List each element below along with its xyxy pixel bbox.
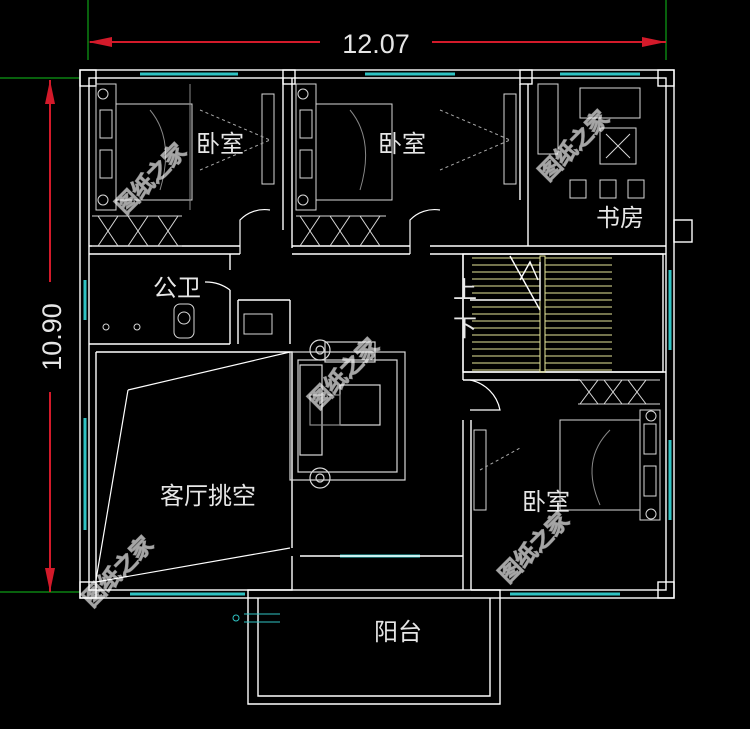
room-label-living-void: 客厅挑空 xyxy=(160,482,256,510)
room-label-bedroom-3: 卧室 xyxy=(522,488,570,516)
bed-3 xyxy=(473,379,661,521)
room-label-bedroom-2: 卧室 xyxy=(378,130,426,158)
interior-walls xyxy=(89,78,666,705)
void-diagonals xyxy=(95,351,291,583)
study-furniture xyxy=(537,83,645,199)
watermark-3: 图纸之家 xyxy=(304,333,385,414)
stair-arrow xyxy=(470,255,541,311)
stair-label-up: 上 xyxy=(453,276,477,304)
bed-1 xyxy=(92,83,275,247)
watermark-1: 图纸之家 xyxy=(111,138,192,219)
stair-label-down: 下 xyxy=(453,314,477,342)
door-swings xyxy=(204,208,501,411)
watermark-5: 图纸之家 xyxy=(494,507,575,588)
bed-2 xyxy=(295,83,517,247)
sofa-set xyxy=(289,339,406,489)
height-dimension-label: 10.90 xyxy=(37,303,67,371)
watermark-2: 图纸之家 xyxy=(534,105,615,186)
watermark-4: 图纸之家 xyxy=(78,531,159,612)
staircase xyxy=(472,255,612,373)
width-dimension-label: 12.07 xyxy=(342,29,410,59)
bathroom-fixtures xyxy=(102,303,273,339)
room-label-balcony: 阳台 xyxy=(374,618,422,646)
room-label-public-bath: 公卫 xyxy=(153,274,201,302)
room-label-study: 书房 xyxy=(596,204,644,232)
room-label-bedroom-1: 卧室 xyxy=(196,130,244,158)
balcony-drain xyxy=(232,613,280,623)
